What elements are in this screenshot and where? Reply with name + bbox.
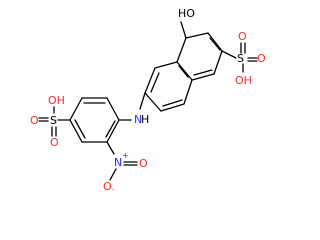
nitro-plus-charge: +	[122, 151, 129, 160]
hydroxyl-label: HO	[178, 7, 195, 20]
sulfonic-right-o-side: O	[257, 52, 266, 65]
amine-h-label: H	[141, 113, 149, 126]
naphthalene-ring-b	[144, 61, 193, 112]
sulfonic-left-o-bottom: O	[50, 136, 59, 149]
hydroxyl-bond	[180, 21, 187, 39]
sulfonic-group-right: S O O OH	[221, 30, 266, 87]
naphthalene-ring-a	[176, 32, 223, 81]
sulfonic-right-oh: OH	[235, 74, 252, 87]
sulfonic-left-oh: OH	[48, 94, 65, 107]
molecule-structure: HO S O O OH N H S OH O	[30, 7, 266, 194]
nitro-n-label: N	[114, 156, 122, 169]
sulfonic-right-o-top: O	[238, 30, 247, 43]
sulfonic-left-s-label: S	[50, 114, 57, 127]
amine-bridge: N H	[118, 92, 149, 126]
benzene-ring	[69, 97, 120, 143]
sulfonic-right-s-label: S	[237, 52, 244, 65]
sulfonic-group-left: S OH O O	[30, 94, 71, 149]
nitro-o-bottom: O	[103, 180, 112, 193]
sulfonic-left-o-side: O	[30, 114, 39, 127]
nitro-minus-charge: -	[112, 185, 115, 194]
amine-n-label: N	[134, 113, 142, 126]
nitro-group: N + O O -	[103, 141, 148, 194]
nitro-o-right: O	[139, 157, 148, 170]
structure-canvas: HO S O O OH N H S OH O	[30, 7, 266, 194]
